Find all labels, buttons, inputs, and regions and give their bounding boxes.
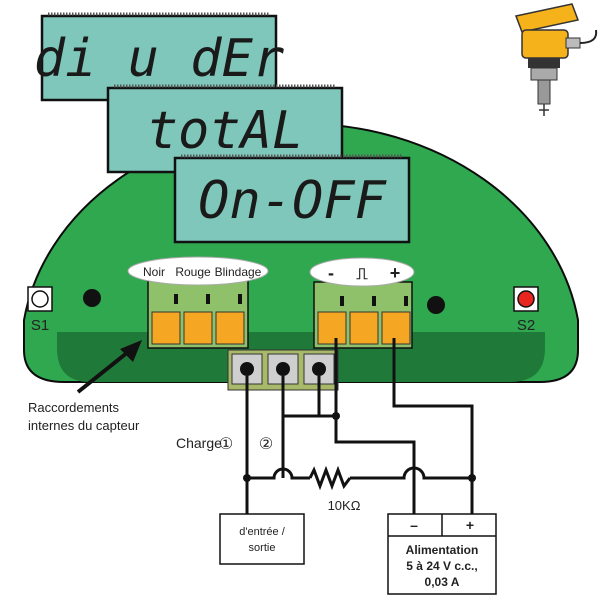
wire-minus	[334, 338, 416, 514]
left-label-bubble	[127, 256, 269, 286]
charge-label: Charge	[176, 435, 222, 451]
lcd-text-3: On-OFF	[198, 171, 388, 231]
right-terminal-block	[313, 281, 413, 349]
label-pulse: ⎍	[356, 266, 368, 283]
charge-num-1: ①	[219, 436, 233, 453]
wire-load-right	[350, 466, 472, 480]
charge-num-2: ②	[259, 436, 273, 453]
wiring	[245, 338, 474, 514]
label-blindage: Blindage	[215, 265, 262, 279]
lcd-text-2: totAL	[147, 101, 304, 161]
sensor-device-icon	[514, 3, 598, 116]
label-noir: Noir	[143, 265, 165, 279]
resistor-icon	[308, 465, 352, 491]
right-label-bubble	[309, 257, 415, 287]
label-rouge: Rouge	[175, 265, 211, 279]
left-terminal-block	[147, 279, 249, 349]
s1-label: S1	[31, 317, 49, 334]
power-supply-box	[387, 513, 497, 595]
mounting-hole-right	[427, 296, 445, 314]
label-minus: -	[328, 263, 334, 283]
s1-button	[27, 286, 53, 312]
power-minus: –	[410, 517, 418, 533]
s2-button	[513, 286, 539, 312]
power-plus: +	[466, 517, 474, 533]
lcd-text-1: di u dEr	[34, 29, 284, 89]
load-box-line1: d'entrée /	[239, 526, 285, 538]
mounting-hole-left	[83, 289, 101, 307]
load-box	[219, 513, 305, 565]
resistor-label: 10KΩ	[328, 498, 361, 513]
junction-dot-1	[332, 412, 340, 420]
junction-dot-3	[468, 474, 476, 482]
lcd-display-3: On-OFF	[173, 154, 411, 244]
junction-dot-2	[243, 474, 251, 482]
power-line1: Alimentation	[406, 543, 479, 557]
internal-label-line2: internes du capteur	[28, 418, 140, 433]
wire-load-left	[247, 467, 310, 480]
s2-label: S2	[517, 317, 535, 334]
power-line2: 5 à 24 V c.c.,	[406, 559, 477, 573]
wire-plus	[392, 338, 474, 514]
arrow-icon	[76, 340, 142, 394]
power-line3: 0,03 A	[425, 575, 460, 589]
label-plus: +	[390, 263, 401, 283]
internal-label-line1: Raccordements	[28, 400, 120, 415]
load-box-line2: sortie	[249, 542, 276, 554]
lcd-display-2: totAL	[106, 84, 344, 174]
